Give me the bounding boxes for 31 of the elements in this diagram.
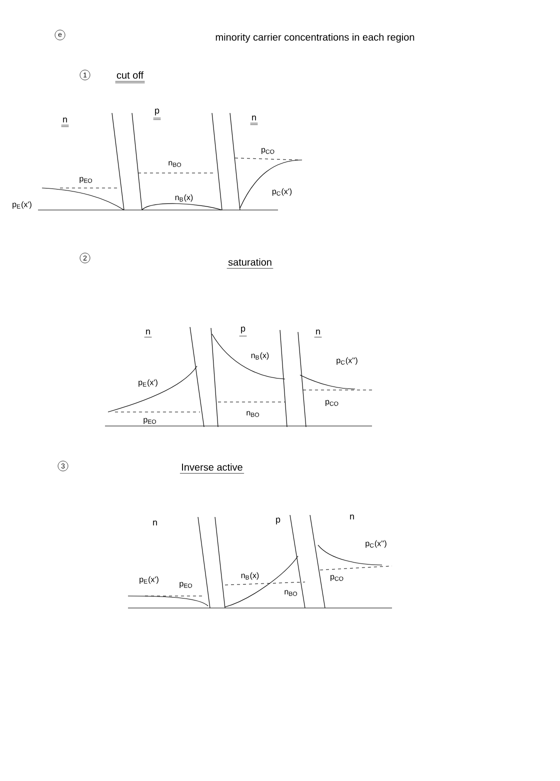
curve-label: p$_{CO}$: [262, 148, 274, 154]
curve-label: p$_{E}$(x'): [138, 379, 158, 387]
curve-label: p$_{EO}$: [180, 582, 192, 588]
curve-label: p$_{C}$(x'): [272, 188, 292, 196]
section-heading: Inverse active: [182, 463, 242, 471]
curve-label: p$_{C}$(x''): [366, 540, 386, 548]
curve-label: n$_{B}$(x): [251, 352, 269, 360]
section-heading: saturation: [228, 258, 272, 266]
region-label: n: [153, 520, 157, 526]
curve-label: n$_{BO}$: [246, 411, 260, 417]
region-label: n: [350, 514, 354, 520]
region-label: p: [153, 108, 161, 120]
region-label: n: [146, 330, 150, 334]
curve-label: p$_{E}$(x'): [140, 576, 158, 584]
curve-label: n$_{BO}$: [168, 161, 182, 167]
region-label: n: [250, 116, 258, 125]
curve-label: p$_{C}$(x''): [336, 357, 358, 365]
curve-label: p$_{CO}$: [326, 400, 338, 406]
curve-label: p$_{CO}$: [330, 575, 344, 581]
region-label: p: [241, 326, 246, 334]
section-heading: cut off: [115, 71, 145, 84]
region-label: p: [276, 518, 280, 524]
curve-label: n$_{B}$(x): [241, 572, 259, 580]
curve-label: p$_{E}$(x'): [12, 201, 32, 209]
curve-label: n$_{BO}$: [284, 590, 298, 596]
curve-label: p$_{EO}$: [144, 418, 156, 424]
curve-label: p$_{EO}$: [80, 177, 92, 183]
region-label: n: [316, 330, 320, 334]
curve-label: n$_{B}$(x): [175, 194, 193, 202]
region-label: n: [61, 118, 69, 127]
heading: minority carrier concentrations in each region: [216, 33, 414, 43]
